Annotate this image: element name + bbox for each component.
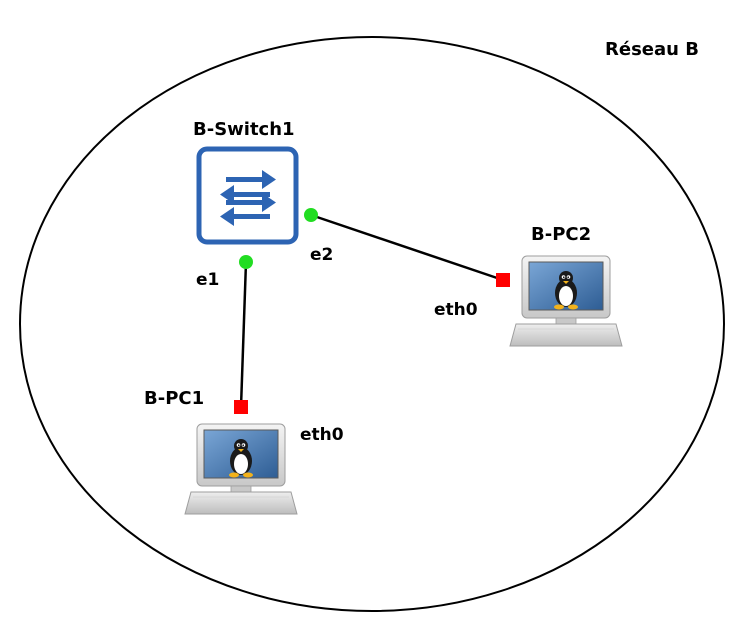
port-label-pc2-eth0: eth0: [434, 300, 478, 320]
linux-computer-icon: [509, 255, 623, 347]
port-status-up-e1: [239, 255, 253, 269]
port-label-e2: e2: [310, 245, 333, 265]
switch-b-switch1[interactable]: [196, 146, 299, 245]
port-status-up-e2: [304, 208, 318, 222]
port-status-down-pc1-eth0: [234, 400, 248, 414]
computer-b-pc1[interactable]: [184, 423, 298, 515]
port-label-e1: e1: [196, 270, 219, 290]
link-switch-pc2[interactable]: [310, 213, 504, 282]
pc1-label: B-PC1: [144, 388, 204, 409]
pc2-label: B-PC2: [531, 224, 591, 245]
switch-arrows-icon: [220, 170, 276, 226]
link-switch-pc1[interactable]: [239, 261, 248, 408]
port-label-pc1-eth0: eth0: [300, 425, 344, 445]
network-b-boundary: [19, 36, 725, 612]
computer-b-pc2[interactable]: [509, 255, 623, 347]
linux-computer-icon: [184, 423, 298, 515]
switch-label: B-Switch1: [193, 119, 295, 140]
port-status-down-pc2-eth0: [496, 273, 510, 287]
network-zone-label: Réseau B: [605, 39, 699, 60]
